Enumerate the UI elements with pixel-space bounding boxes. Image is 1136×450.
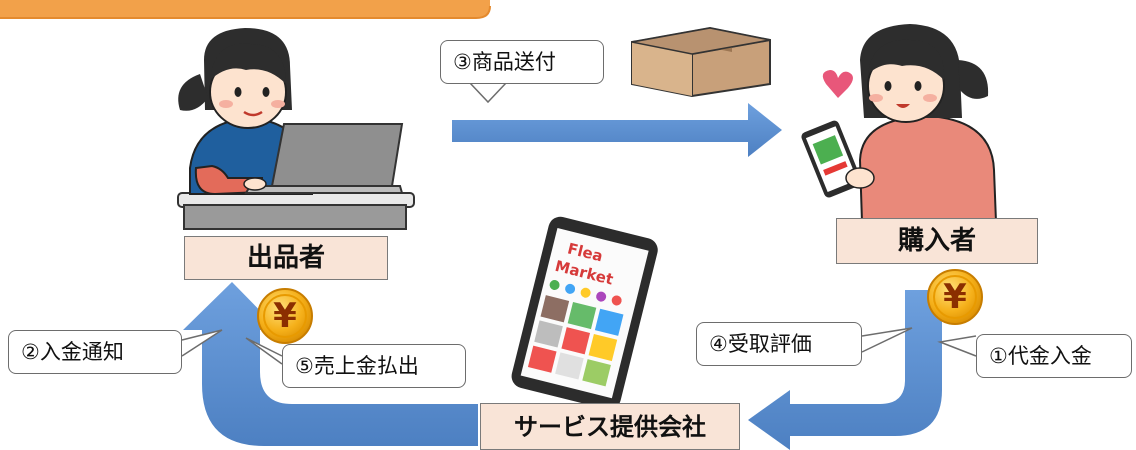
bubble-tail-step3: [469, 82, 507, 104]
buyer-illustration: [801, 24, 998, 223]
bubble-tail-step1: [937, 335, 977, 357]
yen-coin-icon: ¥: [926, 268, 984, 326]
seller-illustration: [177, 28, 415, 230]
bubble-tail-step4: [861, 327, 913, 353]
bubble-tail-step2: [181, 329, 223, 357]
yen-symbol: ¥: [273, 296, 297, 336]
shipping-arrow: [452, 103, 782, 157]
buyer-label: 購入者: [836, 218, 1038, 264]
bubble-step3-shipping: ③商品送付: [440, 40, 604, 84]
bubble-step4-receipt-rating: ④受取評価: [696, 322, 862, 366]
bubble-tail-step5: [245, 337, 283, 365]
bubble-step1-payment: ①代金入金: [976, 334, 1132, 378]
yen-symbol: ¥: [943, 277, 967, 317]
seller-label: 出品者: [184, 236, 388, 280]
yen-coin-icon: ¥: [256, 287, 314, 345]
bubble-step2-deposit-notice: ②入金通知: [8, 330, 182, 374]
payment-arrow: [748, 290, 942, 450]
package-box-illustration: [631, 26, 771, 98]
flea-market-app-phone-illustration: Flea Market: [511, 216, 658, 410]
bubble-step5-payout: ⑤売上金払出: [282, 344, 466, 388]
heart-icon: [822, 70, 853, 98]
payout-arrow: [183, 282, 478, 446]
service-provider-label: サービス提供会社: [480, 403, 740, 450]
header-bar: [0, 0, 491, 19]
